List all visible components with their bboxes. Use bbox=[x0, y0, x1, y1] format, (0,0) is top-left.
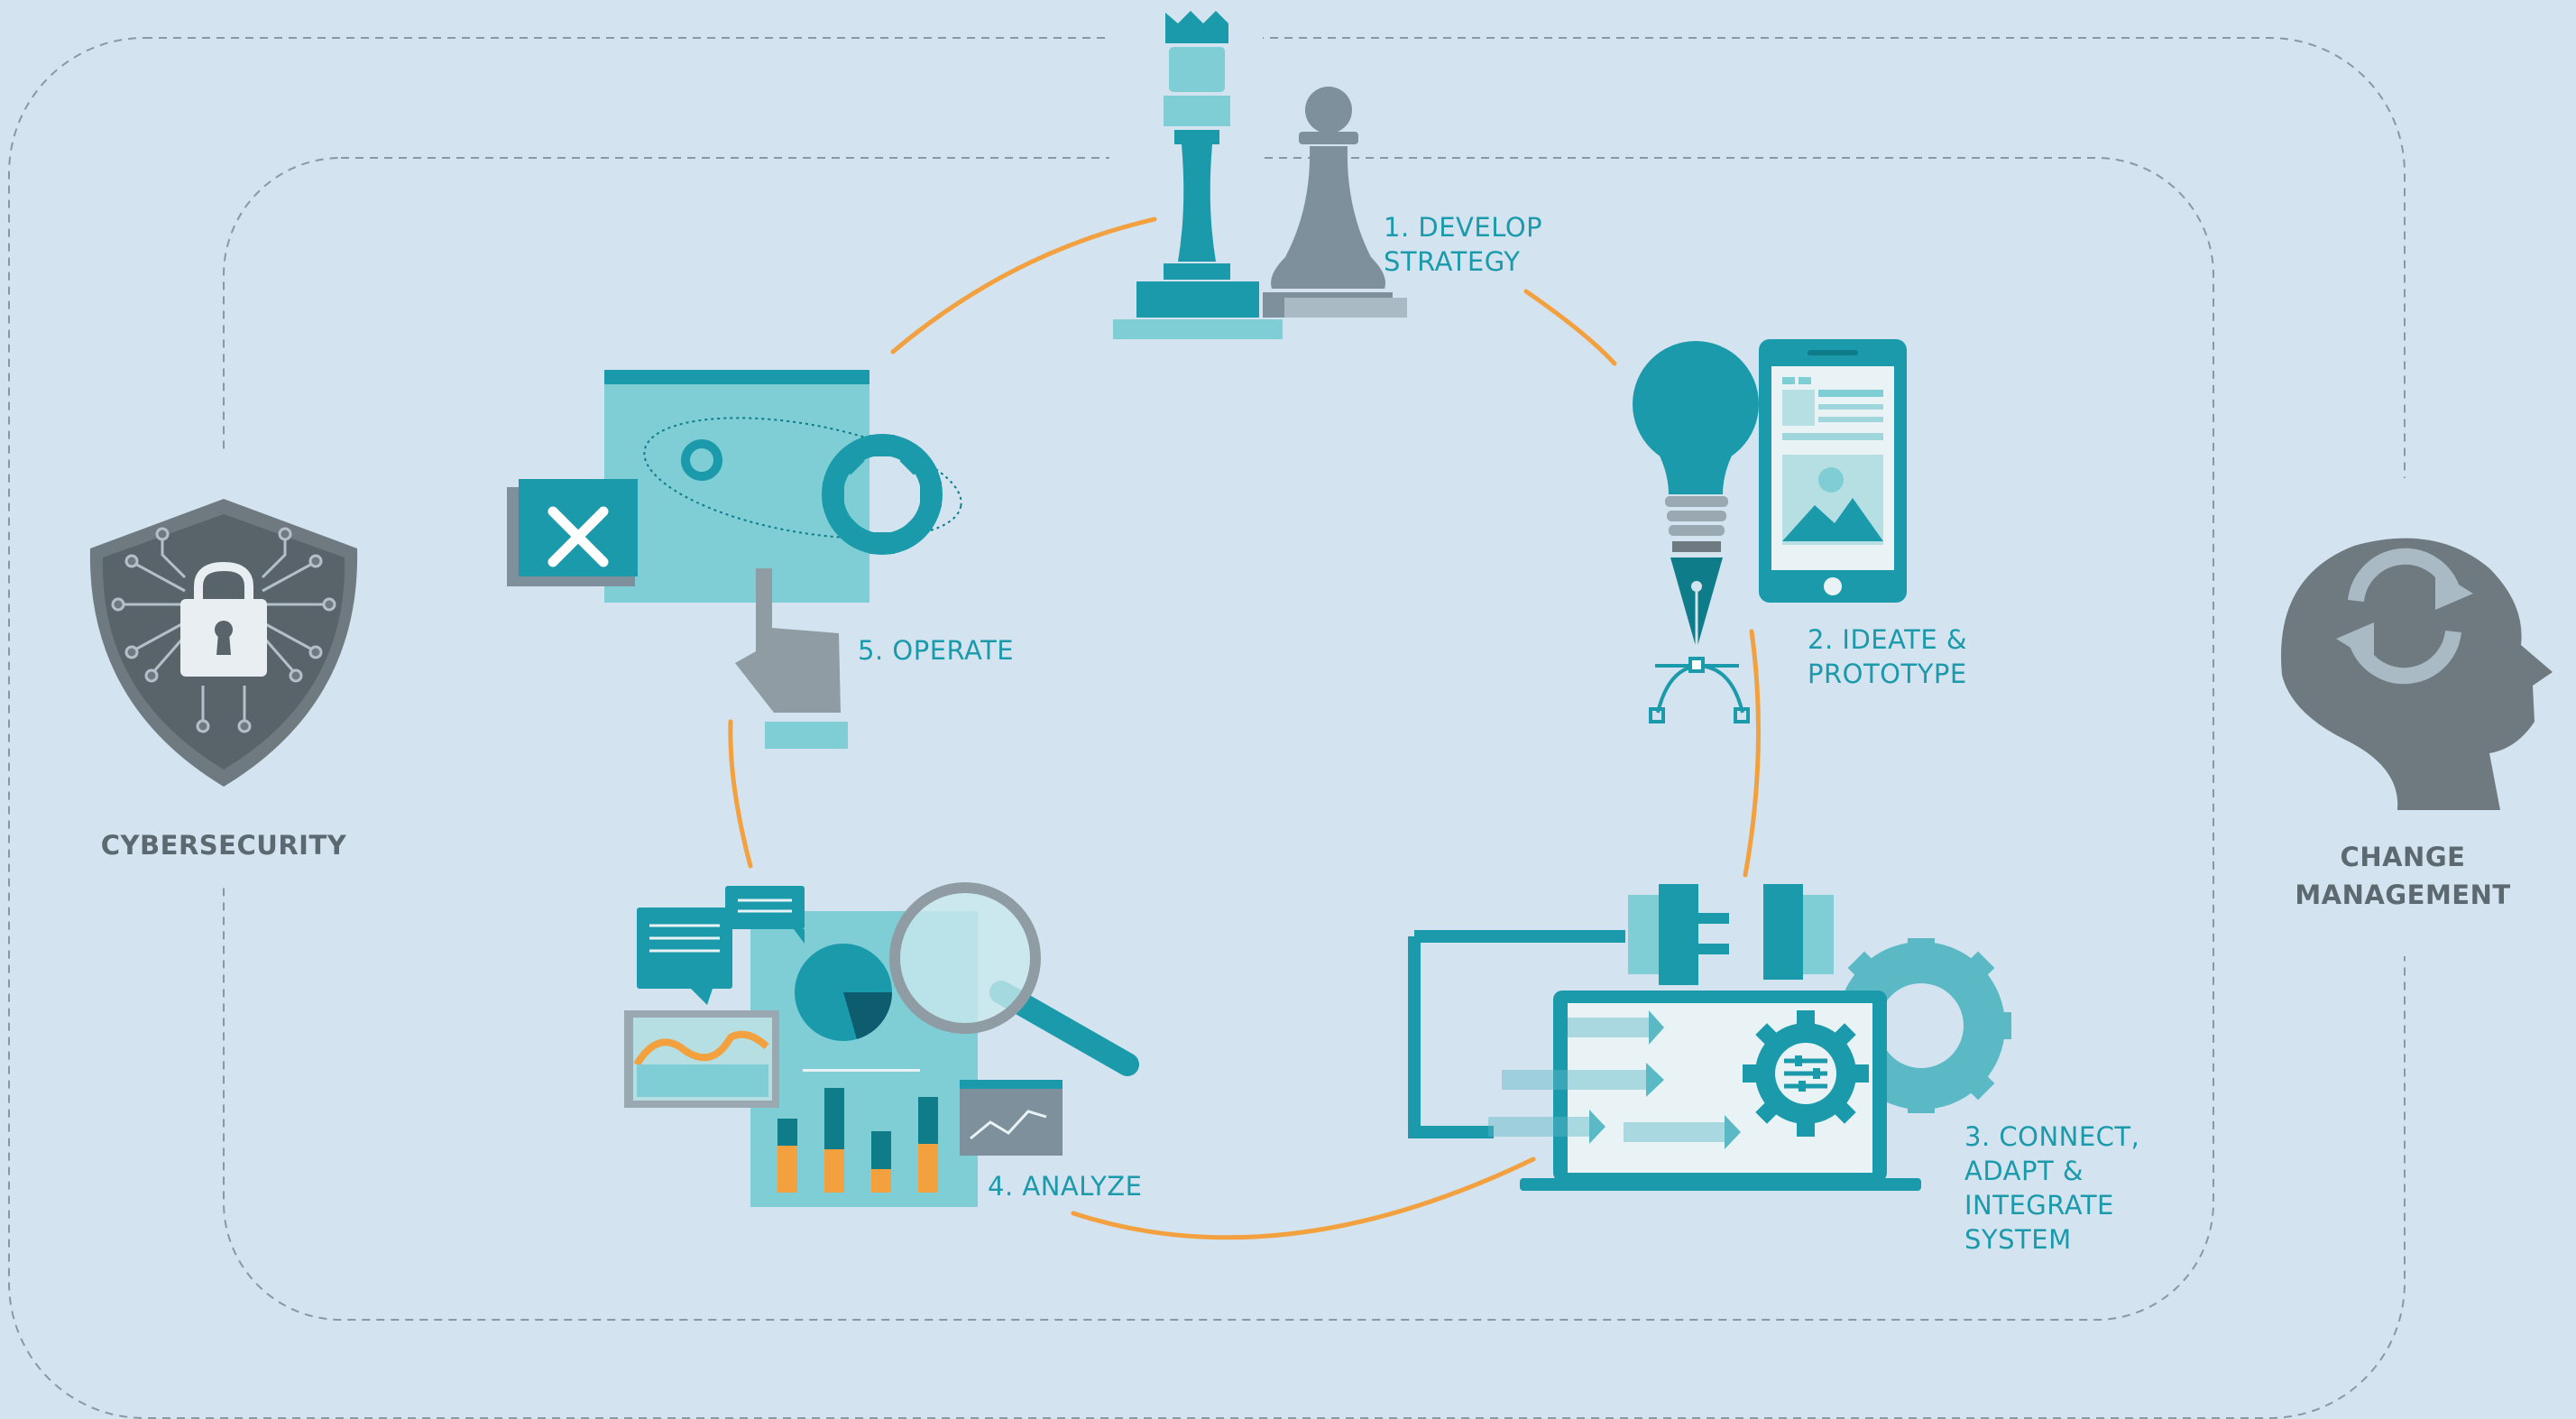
step-4-analyze-label: 4. ANALYZE bbox=[988, 1171, 1143, 1202]
step-1-develop-strategy-label: 1. DEVELOP STRATEGY bbox=[1384, 212, 1543, 277]
step-2-ideate-prototype-label: 2. IDEATE & PROTOTYPE bbox=[1808, 624, 1968, 689]
step-5-operate-label: 5. OPERATE bbox=[858, 635, 1015, 666]
cybersecurity-label: CYBERSECURITY bbox=[100, 830, 347, 861]
cycle-arc-5 bbox=[728, 719, 753, 869]
chart-report-magnifier-icon bbox=[624, 882, 1139, 1207]
browser-gear-hand-icon bbox=[507, 370, 962, 749]
cycle-arc-1 bbox=[890, 217, 1157, 355]
head-refresh-icon bbox=[2281, 538, 2553, 810]
cycle-arc-4 bbox=[1071, 1156, 1536, 1240]
cycle-arc-2 bbox=[1523, 289, 1617, 366]
inner-dashed-frame bbox=[223, 157, 2214, 1321]
cycle-arc-3 bbox=[1743, 629, 1762, 878]
step-3-connect-adapt-integrate-label: 3. CONNECT, ADAPT & INTEGRATE SYSTEM bbox=[1964, 1121, 2140, 1255]
chess-king-and-pawn-icon bbox=[1113, 11, 1407, 339]
change-management-label: CHANGE MANAGEMENT bbox=[2295, 842, 2511, 910]
laptop-plug-gear-icon bbox=[1408, 884, 2011, 1191]
lightbulb-pen-tablet-icon bbox=[1633, 339, 1907, 723]
shield-lock-circuit-icon bbox=[89, 499, 358, 787]
